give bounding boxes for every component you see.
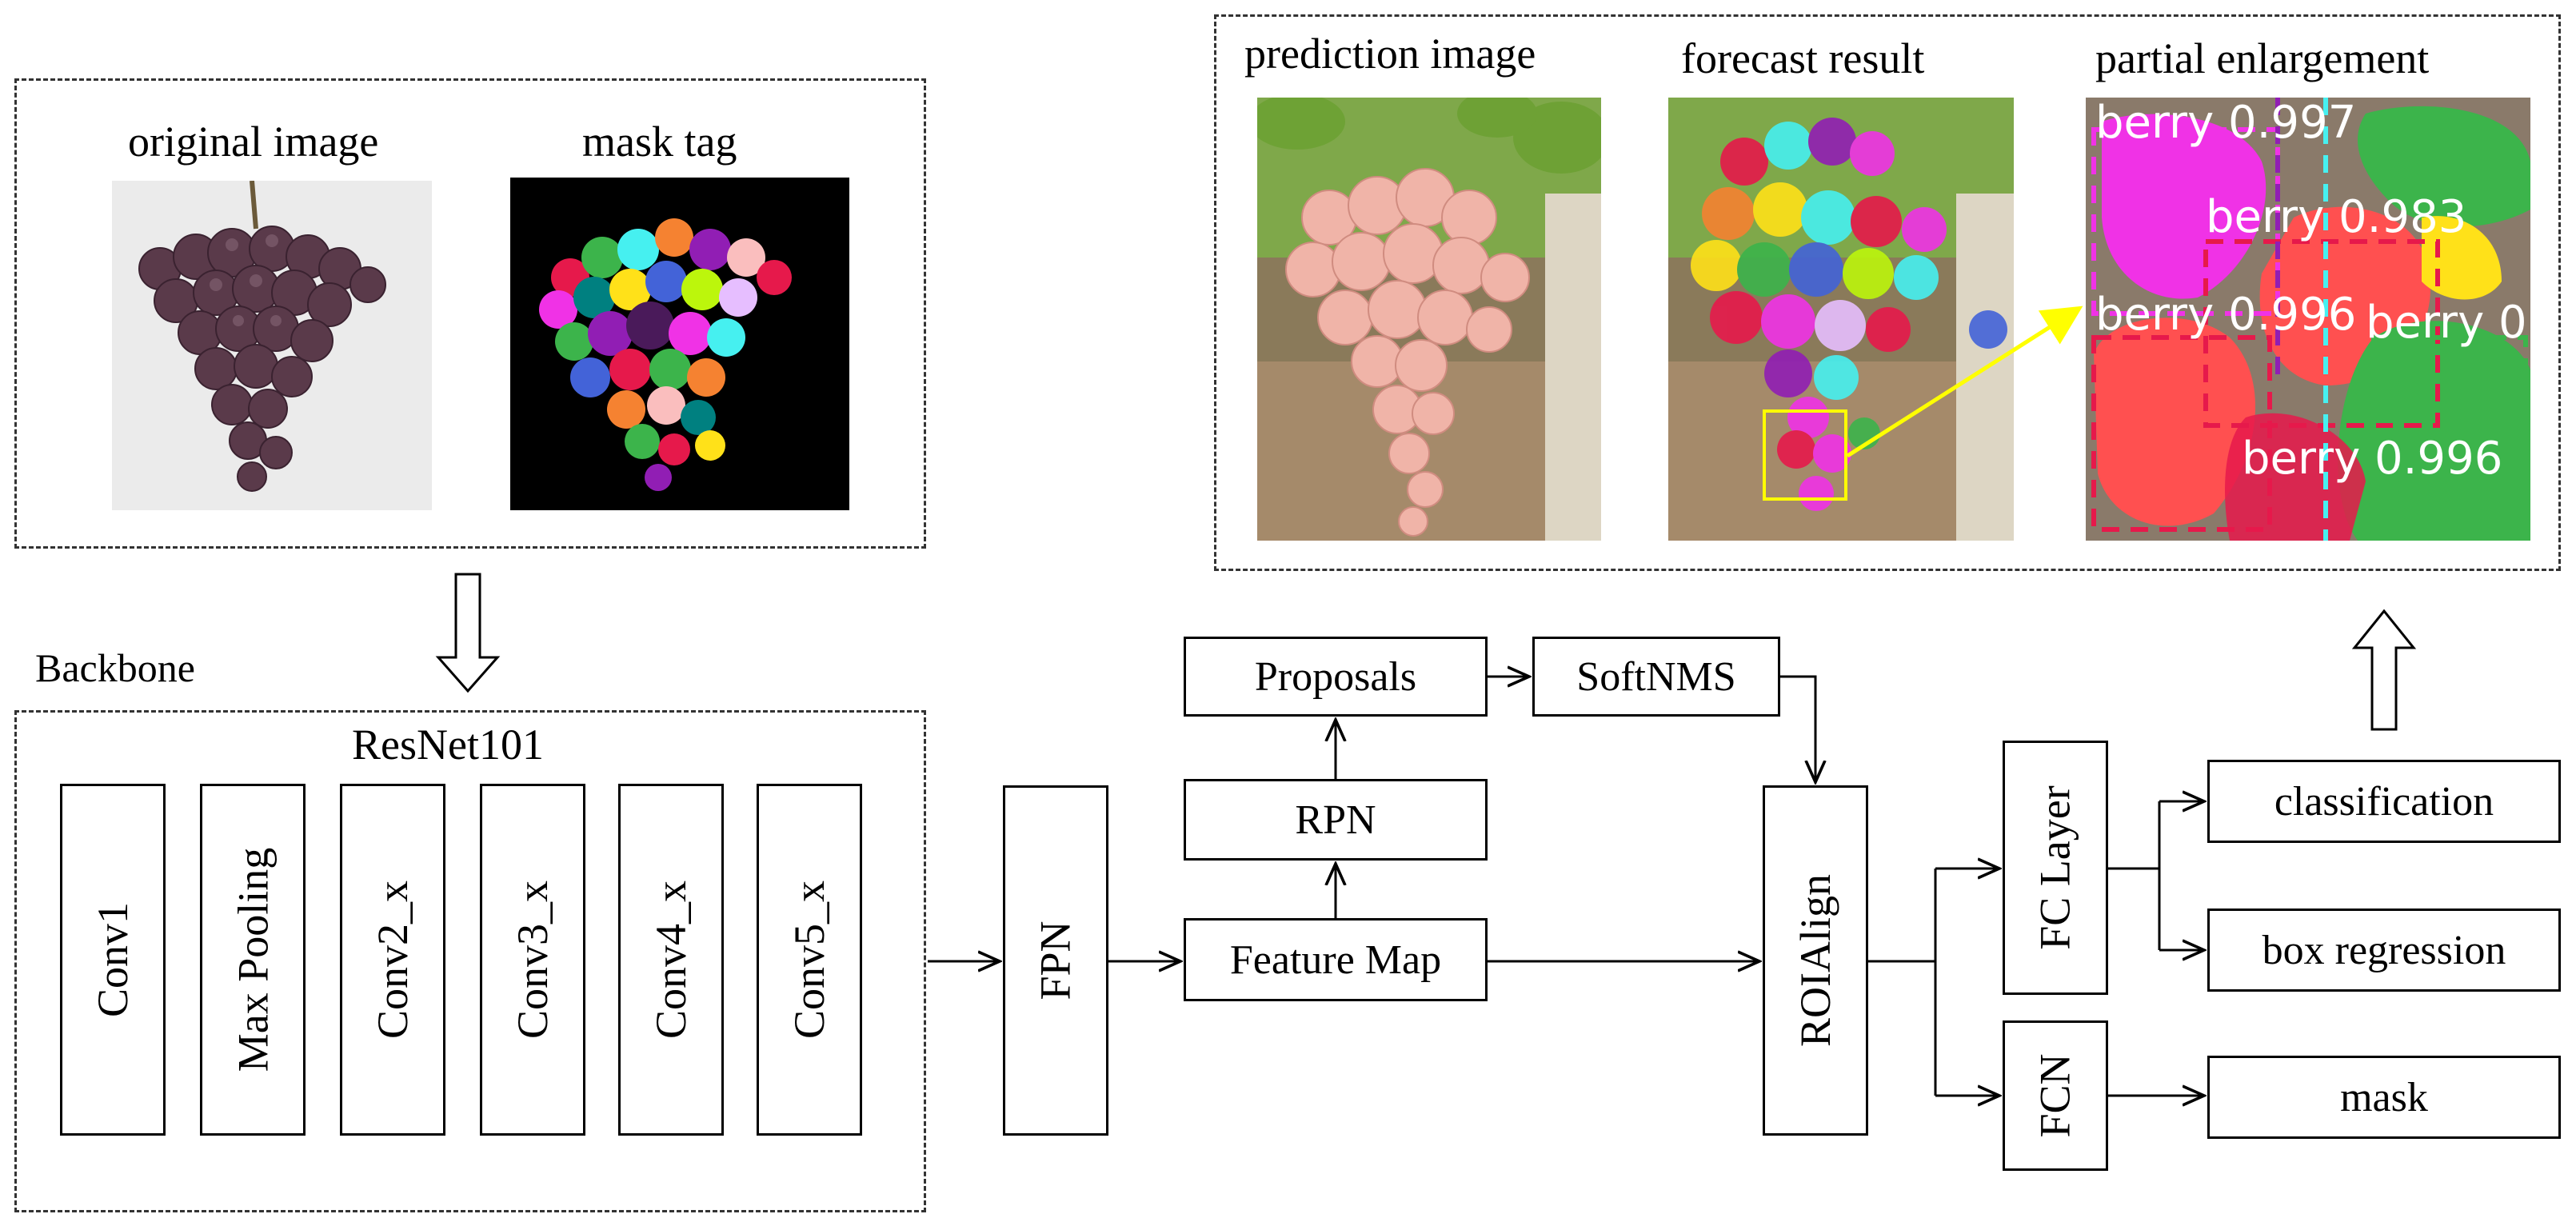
resnet-title: ResNet101 [352, 721, 544, 769]
prediction-image [1257, 98, 1601, 541]
fc-layer-box: FC Layer [2003, 741, 2108, 995]
softnms-to-roialign [1780, 675, 1815, 782]
forecast-result-image [1668, 98, 2014, 541]
input-to-backbone-arrow [435, 573, 501, 693]
output-panel [1214, 14, 2561, 571]
mask-tag-image [510, 178, 849, 510]
enlargement-label-5: berry 0 [2366, 297, 2527, 349]
input-panel [14, 78, 926, 549]
stage-conv3: Conv3_x [480, 784, 585, 1136]
fpn-box: FPN [1003, 785, 1108, 1136]
partial-enlargement-caption: partial enlargement [2095, 34, 2430, 82]
softnms-box: SoftNMS [1532, 637, 1780, 717]
box-regression-box: box regression [2207, 909, 2561, 992]
roialign-box: ROIAlign [1763, 785, 1868, 1136]
enlargement-label-3: berry 0.996 [2095, 289, 2356, 341]
mask-tag-caption: mask tag [582, 118, 737, 166]
stage-max-pooling: Max Pooling [200, 784, 306, 1136]
forecast-result-caption: forecast result [1681, 34, 1925, 82]
prediction-image-caption: prediction image [1244, 30, 1536, 78]
backbone-label: Backbone [35, 645, 195, 690]
proposals-box: Proposals [1184, 637, 1488, 717]
stage-conv4: Conv4_x [618, 784, 724, 1136]
original-image-caption: original image [128, 118, 379, 166]
backbone-panel [14, 710, 926, 1212]
classification-box: classification [2207, 760, 2561, 843]
fcn-box: FCN [2003, 1020, 2108, 1171]
stage-conv2: Conv2_x [340, 784, 445, 1136]
feature-map-box: Feature Map [1184, 918, 1488, 1001]
output-arrow [2351, 609, 2417, 731]
enlargement-label-2: berry 0.983 [2206, 191, 2466, 243]
enlargement-label-1: berry 0.997 [2095, 98, 2356, 149]
original-grape-image [112, 181, 432, 510]
stage-conv5: Conv5_x [757, 784, 862, 1136]
rpn-box: RPN [1184, 779, 1488, 861]
stage-conv1: Conv1 [60, 784, 166, 1136]
partial-enlargement-image: berry 0.997 berry 0.983 berry 0.996 berr… [2086, 98, 2530, 541]
enlargement-label-4: berry 0.996 [2242, 433, 2502, 485]
mask-box: mask [2207, 1056, 2561, 1139]
